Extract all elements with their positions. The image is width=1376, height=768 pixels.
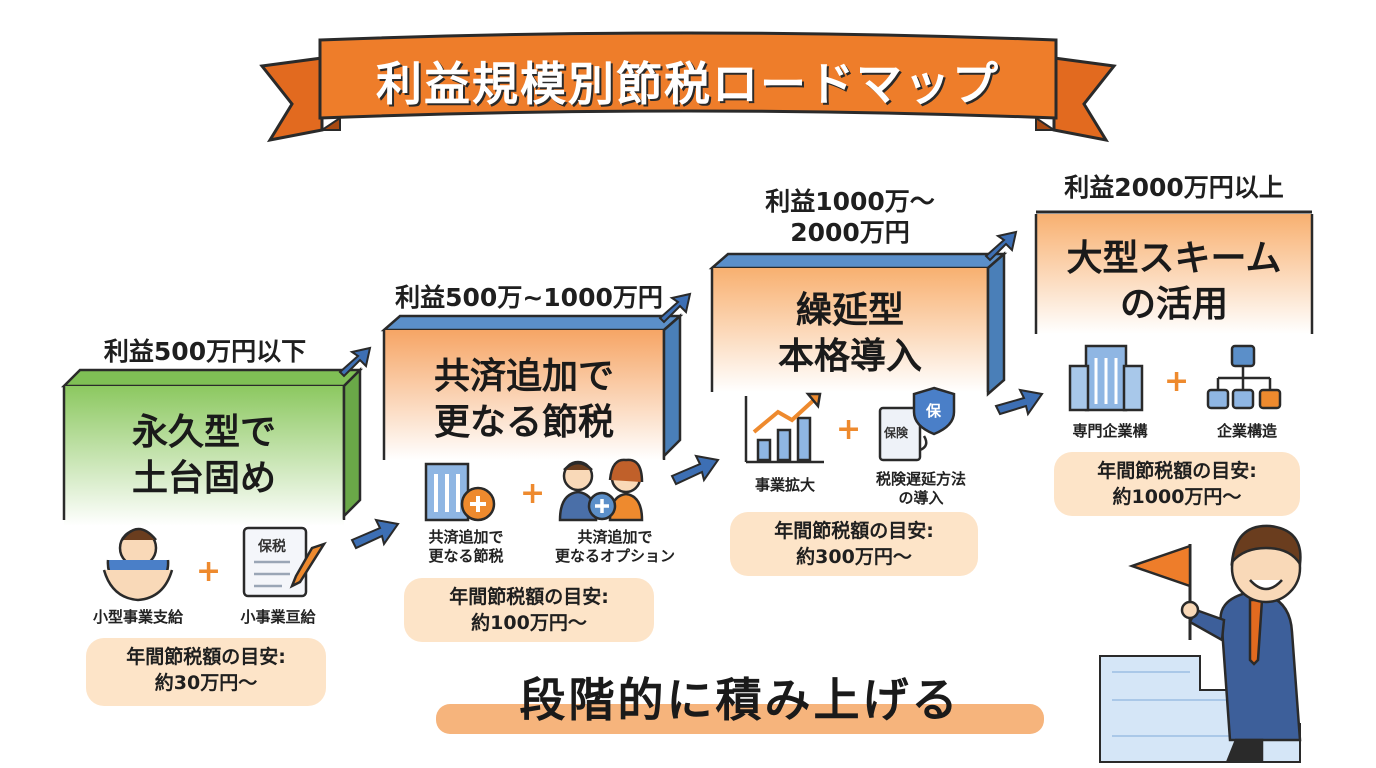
- stage-2-estimate: 年間節税額の目安: 約100万円〜: [404, 578, 654, 642]
- stage-2-item1-line1: 共済追加で: [428, 528, 504, 546]
- stage-3-estimate: 年間節税額の目安: 約300万円〜: [730, 512, 978, 576]
- stage-2-plus: +: [520, 476, 546, 511]
- stage-4-item2-label: 企業構造: [1216, 422, 1277, 440]
- businessman-flag-icon: [1128, 524, 1302, 762]
- stage-2-estimate-label: 年間節税額の目安:: [449, 586, 609, 608]
- stage-3-item2-shield: 保: [926, 402, 942, 420]
- slogan-text: 段階的に積み上げる: [519, 673, 961, 727]
- insurance-document-icon: [878, 386, 956, 462]
- banner-ribbon: [259, 31, 1117, 143]
- stage-2-item1-label: 共済追加で 更なる節税: [404, 528, 528, 566]
- stage-3-title-line2: 本格導入: [777, 336, 922, 377]
- stage-2-item2-label: 共済追加で 更なるオプション: [540, 528, 690, 566]
- stage-3-step: [708, 251, 1008, 397]
- building-plus-icon: [424, 462, 496, 522]
- stage-2-step: [380, 313, 684, 460]
- stage-4-item1-label: 専門企業構: [1072, 422, 1148, 440]
- stage-2-item2-line2: 更なるオプション: [554, 547, 675, 565]
- stage-2-item1-line2: 更なる節税: [428, 547, 504, 565]
- stage-4-estimate: 年間節税額の目安: 約1000万円〜: [1054, 452, 1300, 516]
- stage-4-title: 大型スキーム の活用: [1030, 236, 1318, 328]
- stage-4-estimate-label: 年間節税額の目安:: [1097, 460, 1257, 482]
- stage-2-title-line2: 更なる節税: [433, 402, 614, 443]
- stage-4-plus: +: [1164, 364, 1190, 399]
- stage-2-range: 利益500万~1000万円: [395, 283, 663, 312]
- stage-1-estimate: 年間節税額の目安: 約30万円〜: [86, 638, 326, 706]
- stage-4-range: 利益2000万円以上: [1064, 173, 1284, 202]
- stage-4-step: [1034, 210, 1314, 334]
- stage-1-title: 永久型で 土台固め: [64, 410, 344, 502]
- stage-3-range: 利益1000万〜 2000万円: [712, 186, 988, 248]
- person-hands-icon: [102, 527, 174, 602]
- stage-1-title-line1: 永久型で: [131, 412, 276, 453]
- stage-1-title-line2: 土台固め: [131, 458, 276, 499]
- stage-4-estimate-value: 約1000万円〜: [1112, 486, 1242, 508]
- stage-1-step: [60, 366, 364, 526]
- org-structure-icon: [1206, 344, 1282, 410]
- stage-1-item2-stamp: 保税: [258, 539, 286, 555]
- stage-2-item2-line1: 共済追加で: [577, 528, 653, 546]
- stage-3-item2-line1: 税険遅延方法: [875, 470, 966, 488]
- people-plus-icon: [558, 458, 644, 522]
- stage-2-estimate-value: 約100万円〜: [471, 612, 587, 634]
- stage-1-item2-label: 小事業亘給: [240, 608, 316, 626]
- step-arrows: [338, 230, 1044, 550]
- stage-3-item2-stamp: 保険: [884, 426, 909, 440]
- stage-1-item1-label: 小型事業支給: [92, 608, 183, 626]
- stage-1-plus: +: [196, 554, 222, 589]
- stage-4-title-line1: 大型スキーム: [1066, 238, 1282, 279]
- stage-3-range-line1: 利益1000万〜: [765, 187, 935, 216]
- stage-3-estimate-label: 年間節税額の目安:: [774, 520, 934, 542]
- stage-3-title: 繰延型 本格導入: [712, 288, 988, 380]
- banner-title: 利益規模別節税ロードマップ: [376, 57, 1000, 111]
- office-building-icon: [1068, 344, 1144, 412]
- stage-3-range-line2: 2000万円: [790, 218, 910, 247]
- stage-2-title-line1: 共済追加で: [433, 356, 614, 397]
- stage-3-item1-label: 事業拡大: [754, 476, 815, 494]
- stage-3-item2-label: 税険遅延方法 の導入: [856, 470, 986, 508]
- stage-3-plus: +: [836, 412, 862, 447]
- stage-4-title-line2: の活用: [1119, 284, 1228, 325]
- stage-1-range: 利益500万円以下: [103, 337, 307, 366]
- slogan-highlight: [436, 704, 1044, 734]
- stage-3-estimate-value: 約300万円〜: [796, 546, 912, 568]
- growth-chart-icon: [744, 392, 824, 464]
- document-pen-icon: [242, 526, 327, 598]
- stage-2-title: 共済追加で 更なる節税: [384, 354, 664, 446]
- stage-1-estimate-value: 約30万円〜: [154, 672, 258, 694]
- stage-3-item2-line2: の導入: [898, 489, 944, 507]
- stage-1-estimate-label: 年間節税額の目安:: [126, 646, 286, 668]
- stage-3-title-line1: 繰延型: [795, 290, 904, 331]
